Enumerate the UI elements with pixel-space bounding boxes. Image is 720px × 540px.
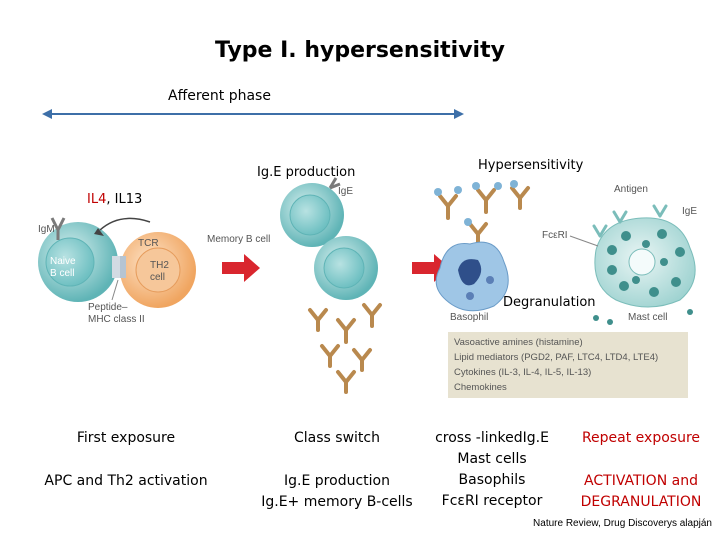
peptide-pointer [111, 279, 119, 301]
afferent-phase-arrow [42, 109, 464, 119]
afferent-phase-label: Afferent phase [168, 88, 271, 104]
bottom-col-class-switch: Class switch Ig.E production Ig.E+ memor… [258, 428, 416, 513]
il4-label: IL4 [87, 192, 107, 207]
igm-receptor-icon [50, 217, 66, 240]
source-credit: Nature Review, Drug Discoverys alapján [533, 518, 712, 529]
tcr-arrow [94, 217, 151, 236]
antigen-label: Antigen [614, 184, 648, 195]
peptide-mhc-label: Peptide–MHC class II [88, 302, 145, 325]
mediator-item: Lipid mediators (PGD2, PAF, LTC4, LTD4, … [454, 352, 659, 363]
antigen-icons [434, 180, 518, 226]
fceri-receptors [592, 204, 668, 238]
crosslinked-ige-label: cross -linkedIg.E [435, 430, 549, 446]
degranulation-label: Degranulation [503, 295, 596, 310]
fceri-receptor-label: FcεRI receptor [441, 493, 543, 509]
hypersensitivity-header: Hypersensitivity [478, 158, 584, 173]
fceri-pointer [569, 235, 599, 247]
cytokines-label: IL4, IL13 [87, 192, 142, 207]
mast-cell [594, 217, 696, 308]
naive-b-cell [38, 222, 118, 302]
mast-cell-label: Mast cell [628, 312, 668, 323]
ige-antibodies-cluster [308, 303, 382, 394]
mediators-box [448, 332, 688, 398]
mediator-item: Cytokines (IL-3, IL-4, IL-5, IL-13) [454, 367, 592, 378]
released-granules [593, 309, 693, 325]
bottom-col-crosslinked: cross -linkedIg.E Mast cells Basophils F… [424, 428, 560, 512]
repeat-exposure-label: Repeat exposure [581, 430, 701, 446]
activation-label: ACTIVATION and [584, 473, 698, 489]
ige-label-middle: IgE [338, 186, 354, 197]
degranulation-caps-label: DEGRANULATION [580, 494, 702, 510]
ige-memory-b-cells-label: Ig.E+ memory B-cells [261, 494, 413, 510]
mediator-item: Vasoactive amines (histamine) [454, 337, 583, 348]
ige-label-right: IgE [682, 206, 698, 217]
fceri-label: FcεRI [542, 230, 568, 241]
il13-label: IL13 [114, 192, 143, 207]
memory-b-cell-label: Memory B cell [207, 234, 271, 245]
basophil-label: Basophil [450, 312, 489, 323]
mediators-list: Vasoactive amines (histamine) Lipid medi… [454, 335, 686, 395]
antigen-ige-cluster [438, 186, 530, 248]
igm-label: IgM [38, 224, 55, 235]
basophil-cell [435, 241, 509, 312]
mast-cells-label: Mast cells [457, 451, 527, 467]
memory-b-cell-bottom [314, 236, 378, 300]
first-exposure-label: First exposure [76, 430, 176, 446]
bottom-col-first-exposure: First exposure APC and Th2 activation [40, 428, 212, 492]
basophils-label: Basophils [458, 472, 526, 488]
class-switch-label: Class switch [294, 430, 380, 446]
ige-production-header: Ig.E production [257, 165, 356, 180]
bottom-col-repeat-exposure: Repeat exposure ACTIVATION and DEGRANULA… [570, 428, 712, 513]
apc-th2-activation-label: APC and Th2 activation [44, 473, 208, 489]
th2-cell [120, 232, 196, 308]
tcr-mhc-contact-icon [112, 256, 126, 278]
diagram-title: Type I. hypersensitivity [215, 38, 505, 63]
cytokines-separator: , [106, 192, 115, 207]
mediator-item: Chemokines [454, 382, 507, 393]
block-arrow-1 [222, 254, 260, 282]
ige-production-label: Ig.E production [284, 473, 390, 489]
memory-b-cell-top [280, 177, 344, 247]
tcr-label: TCR [138, 238, 159, 249]
